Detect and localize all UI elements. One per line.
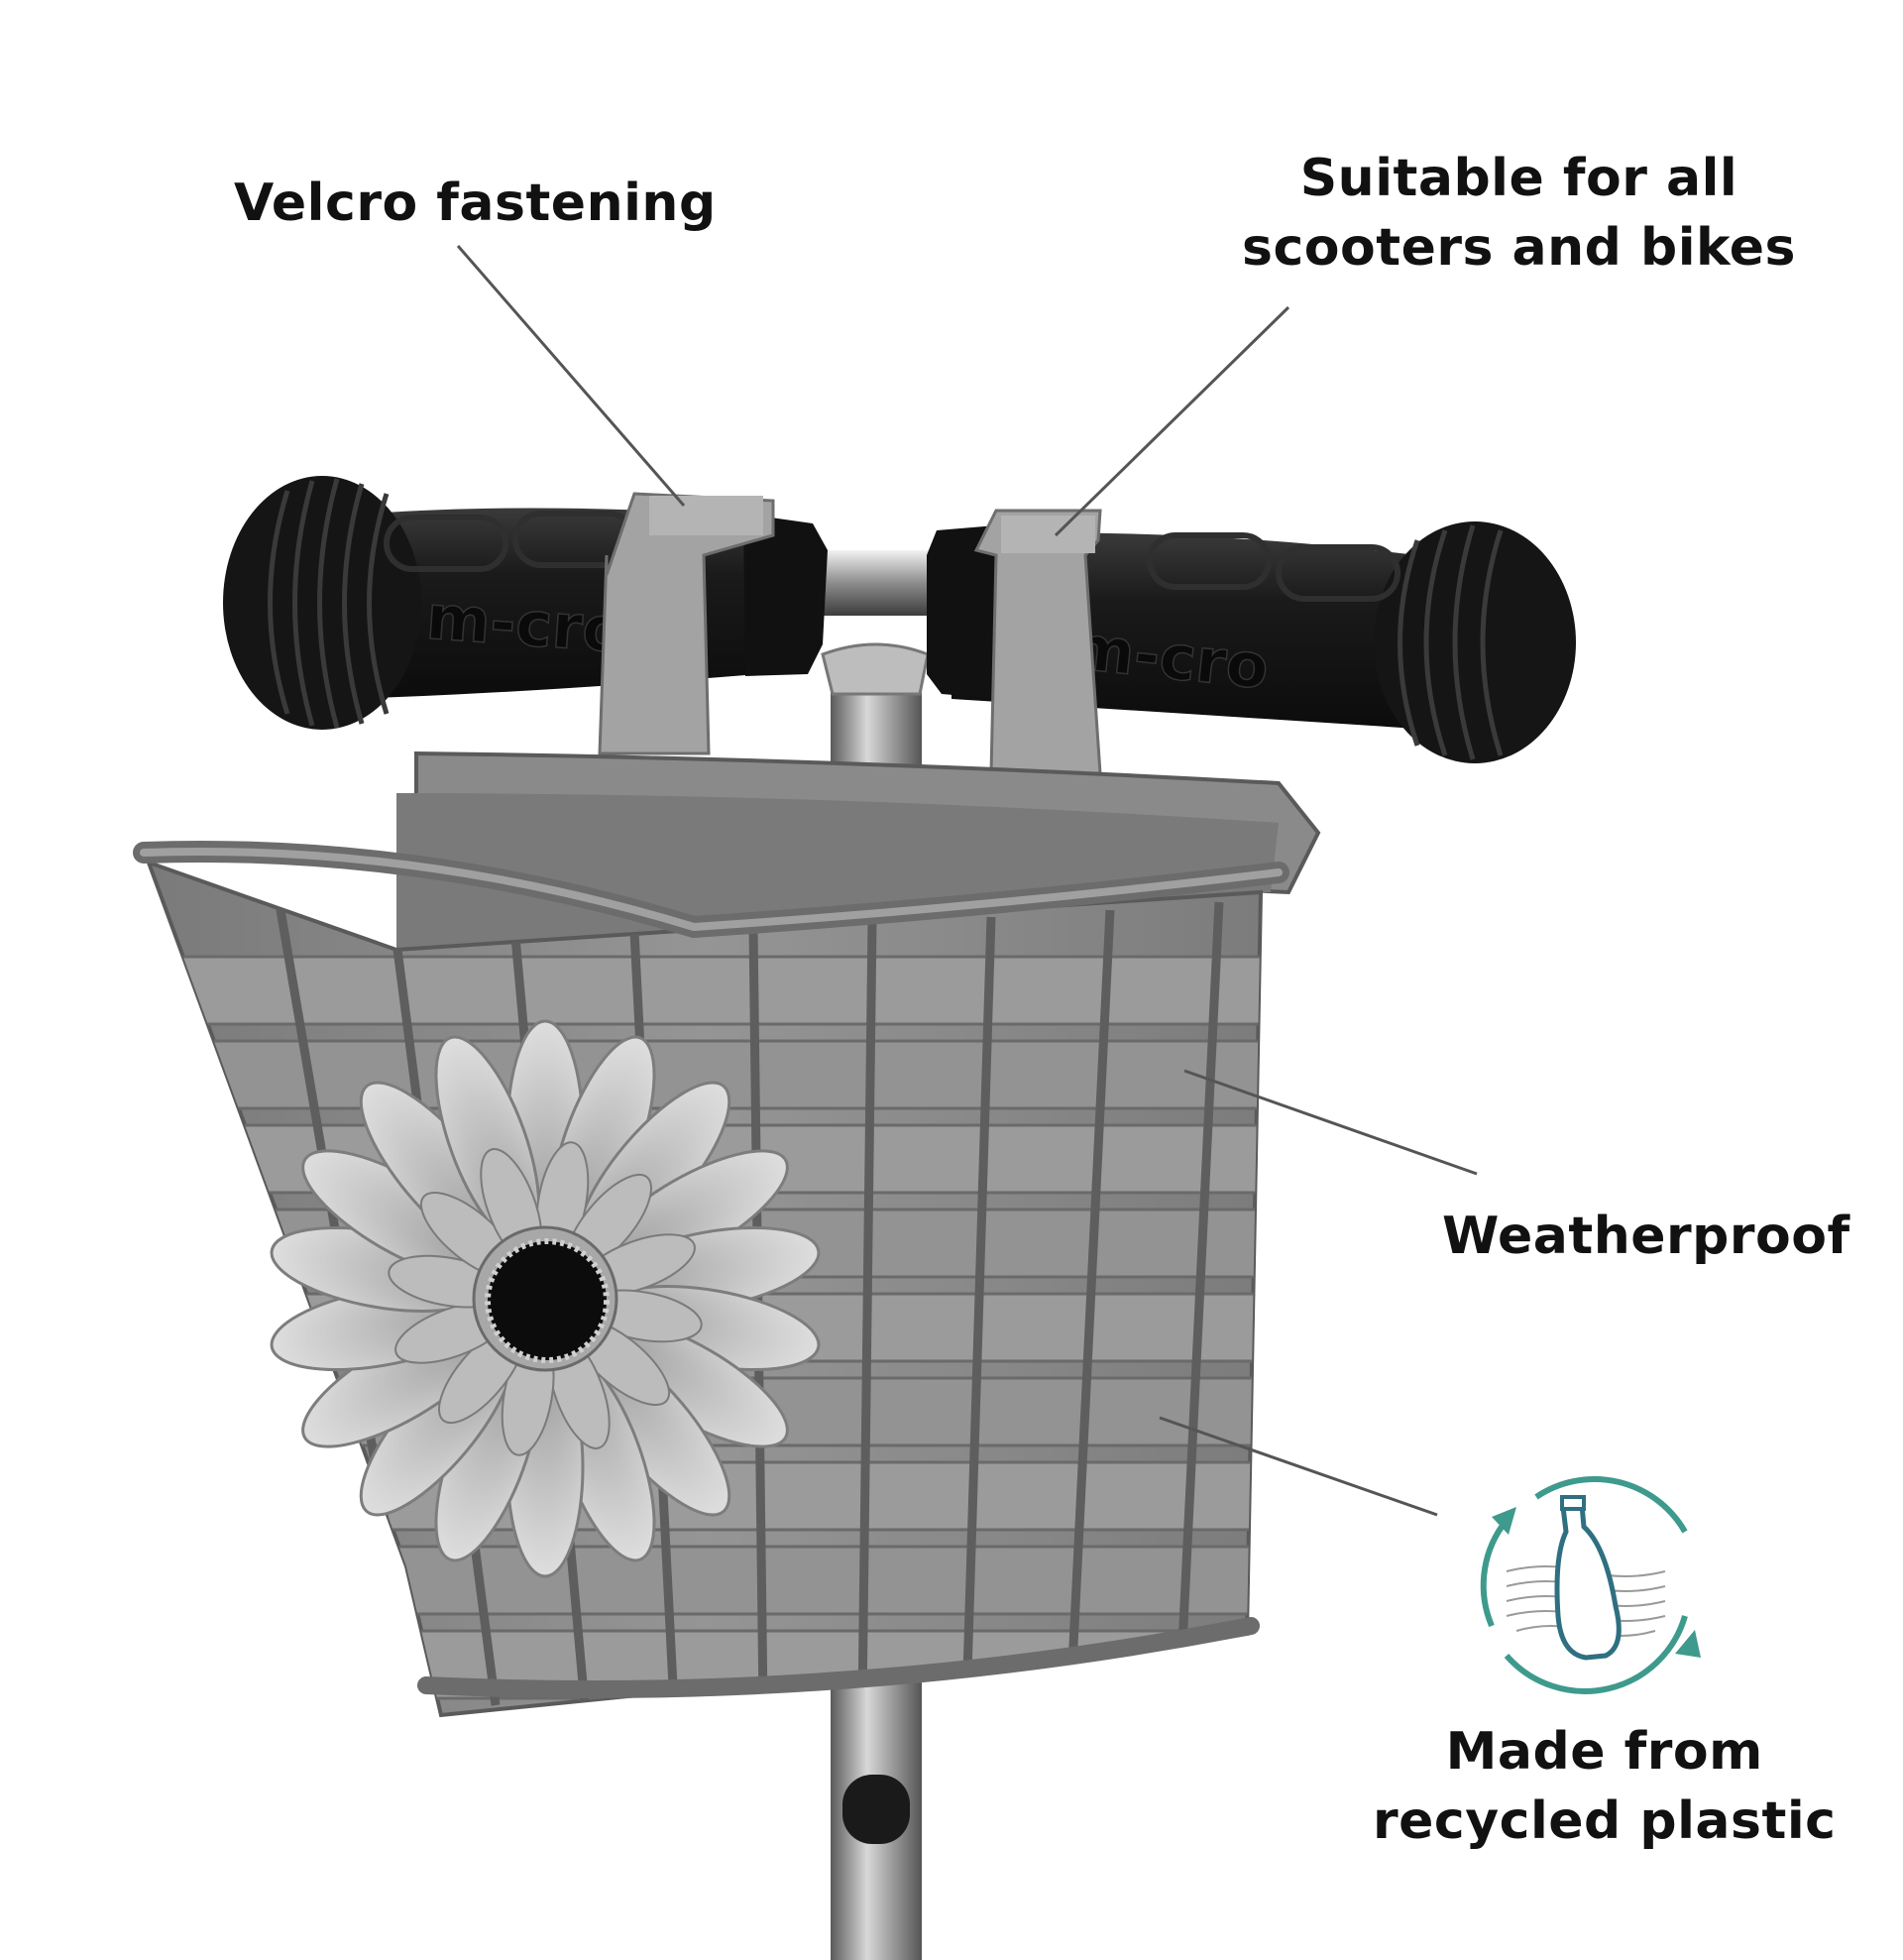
feature-label-recycled-plastic: Made from recycled plastic bbox=[1373, 1717, 1836, 1856]
callout-line-weatherproof bbox=[1183, 1069, 1478, 1176]
recycled-line-2: recycled plastic bbox=[1373, 1791, 1837, 1851]
recycled-line-1: Made from bbox=[1445, 1722, 1763, 1782]
grip-brand-text: m-cro bbox=[424, 581, 627, 667]
feature-label-weatherproof: Weatherproof bbox=[1442, 1202, 1850, 1271]
feature-label-suitable: Suitable for all scooters and bikes bbox=[1242, 144, 1796, 283]
flower-decoration bbox=[270, 1019, 821, 1578]
callout-line-recycled bbox=[1159, 1416, 1438, 1517]
suitable-line-2: scooters and bikes bbox=[1242, 218, 1796, 278]
velcro-strap-right bbox=[973, 509, 1102, 775]
callout-line-velcro bbox=[456, 245, 686, 507]
callout-lines bbox=[456, 245, 1478, 1517]
weatherproof-line-1: Weatherproof bbox=[1442, 1207, 1850, 1266]
feature-label-velcro-fastening: Velcro fastening bbox=[234, 169, 717, 238]
callout-line-suitable bbox=[1054, 305, 1290, 537]
velcro-line-1: Velcro fastening bbox=[234, 173, 717, 233]
suitable-line-1: Suitable for all bbox=[1299, 149, 1738, 208]
velcro-strap-left bbox=[598, 492, 775, 755]
recycled-bottle-icon bbox=[1480, 1476, 1701, 1694]
